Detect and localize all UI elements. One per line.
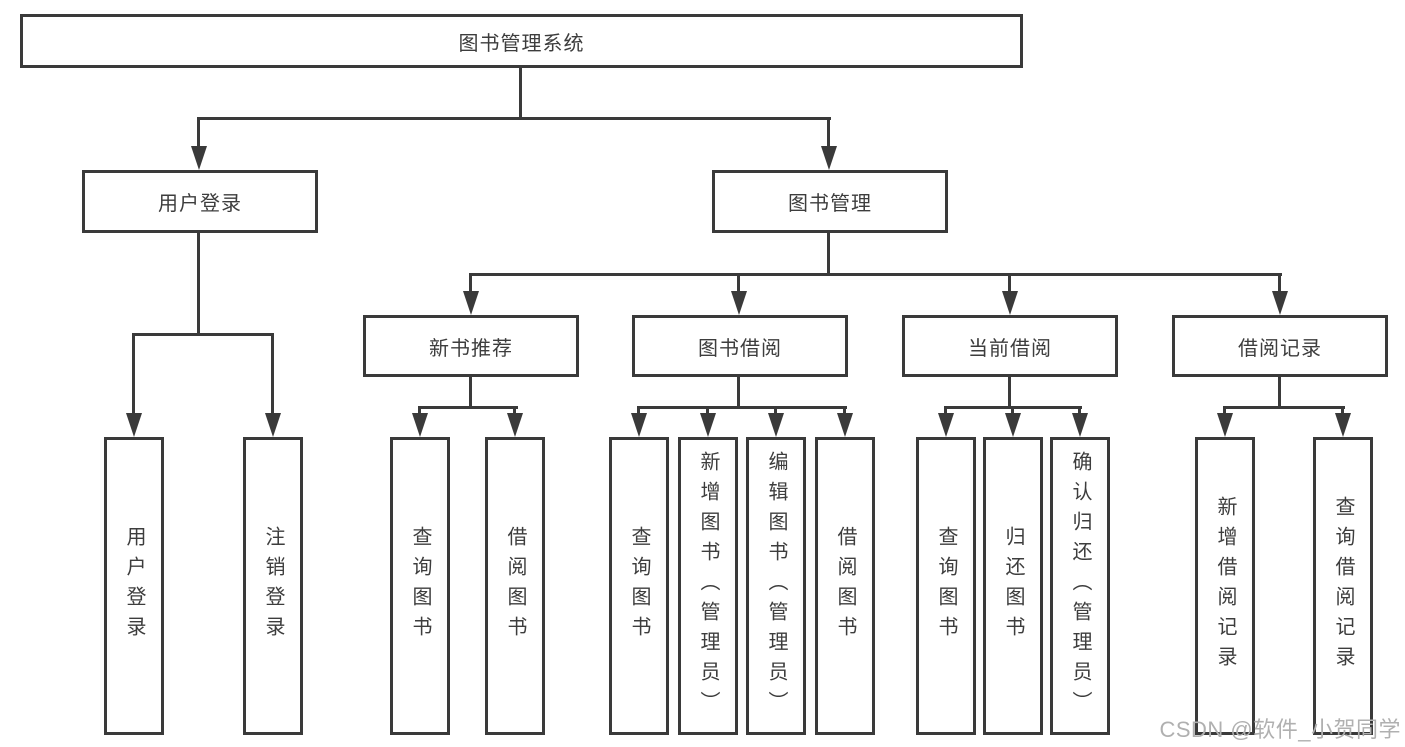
csdn-watermark: CSDN @软件_小贺同学 bbox=[1159, 717, 1401, 742]
node-root: 图书管理系统 bbox=[20, 14, 1023, 68]
arrowhead-icon bbox=[191, 146, 207, 170]
arrowhead-icon bbox=[1335, 413, 1351, 437]
node-new-book-recommend-label: 新书推荐 bbox=[429, 337, 513, 360]
arrowhead-icon bbox=[1217, 413, 1233, 437]
leaf-record-query-record-label: 查询借阅记录 bbox=[1332, 496, 1354, 676]
connector-root-stem bbox=[519, 68, 522, 119]
connector-branch-user bbox=[132, 333, 274, 336]
connector-stem bbox=[418, 406, 421, 418]
connector-stem bbox=[1011, 406, 1014, 418]
node-borrow-record: 借阅记录 bbox=[1172, 315, 1388, 377]
connector-stem bbox=[737, 377, 740, 408]
node-current-borrow-label: 当前借阅 bbox=[968, 337, 1052, 360]
arrowhead-icon bbox=[938, 413, 954, 437]
connector-branch-borrow bbox=[637, 406, 847, 409]
arrowhead-icon bbox=[768, 413, 784, 437]
leaf-borrow-borrow-book: 借阅图书 bbox=[815, 437, 875, 735]
connector-stem bbox=[469, 273, 472, 295]
connector-stem bbox=[843, 406, 846, 418]
leaf-user-login: 用户登录 bbox=[104, 437, 164, 735]
connector-branch-level3 bbox=[469, 273, 1282, 276]
arrowhead-icon bbox=[463, 291, 479, 315]
connector-stem bbox=[1278, 273, 1281, 295]
arrowhead-icon bbox=[837, 413, 853, 437]
leaf-record-add-record: 新增借阅记录 bbox=[1195, 437, 1255, 735]
connector-stem bbox=[827, 233, 830, 275]
connector-branch-newbook bbox=[418, 406, 518, 409]
leaf-newbook-query-book: 查询图书 bbox=[390, 437, 450, 735]
leaf-borrow-query-book-label: 查询图书 bbox=[628, 526, 650, 646]
arrowhead-icon bbox=[821, 146, 837, 170]
connector-stem bbox=[1278, 377, 1281, 408]
node-user-login-branch: 用户登录 bbox=[82, 170, 318, 233]
connector-stem bbox=[1341, 406, 1344, 418]
arrowhead-icon bbox=[412, 413, 428, 437]
node-current-borrow: 当前借阅 bbox=[902, 315, 1118, 377]
leaf-borrow-edit-book-admin-label: 编辑图书（管理员） bbox=[765, 451, 787, 721]
leaf-logout: 注销登录 bbox=[243, 437, 303, 735]
connector-stem bbox=[637, 406, 640, 418]
arrowhead-icon bbox=[1002, 291, 1018, 315]
arrowhead-icon bbox=[731, 291, 747, 315]
arrowhead-icon bbox=[265, 413, 281, 437]
connector-stem bbox=[1078, 406, 1081, 418]
node-borrow-record-label: 借阅记录 bbox=[1238, 337, 1322, 360]
arrowhead-icon bbox=[1072, 413, 1088, 437]
connector-stem bbox=[513, 406, 516, 418]
connector-stem bbox=[1223, 406, 1226, 418]
arrowhead-icon bbox=[700, 413, 716, 437]
connector-stem bbox=[132, 333, 135, 418]
node-book-borrow: 图书借阅 bbox=[632, 315, 848, 377]
leaf-current-query-book-label: 查询图书 bbox=[935, 526, 957, 646]
leaf-newbook-borrow-book: 借阅图书 bbox=[485, 437, 545, 735]
leaf-logout-label: 注销登录 bbox=[262, 526, 284, 646]
leaf-current-return-book-label: 归还图书 bbox=[1002, 526, 1024, 646]
node-book-borrow-label: 图书借阅 bbox=[698, 337, 782, 360]
arrowhead-icon bbox=[631, 413, 647, 437]
leaf-borrow-query-book: 查询图书 bbox=[609, 437, 669, 735]
leaf-current-return-book: 归还图书 bbox=[983, 437, 1043, 735]
connector-stem bbox=[944, 406, 947, 418]
connector-stem bbox=[1008, 273, 1011, 295]
leaf-borrow-edit-book-admin: 编辑图书（管理员） bbox=[746, 437, 806, 735]
connector-stem bbox=[271, 333, 274, 418]
node-root-label: 图书管理系统 bbox=[458, 32, 585, 55]
connector-stem bbox=[774, 406, 777, 418]
connector-stem bbox=[737, 273, 740, 295]
leaf-current-confirm-return-admin: 确认归还（管理员） bbox=[1050, 437, 1110, 735]
arrowhead-icon bbox=[126, 413, 142, 437]
leaf-borrow-add-book-admin-label: 新增图书（管理员） bbox=[697, 451, 719, 721]
arrowhead-icon bbox=[507, 413, 523, 437]
leaf-borrow-borrow-book-label: 借阅图书 bbox=[834, 526, 856, 646]
arrowhead-icon bbox=[1272, 291, 1288, 315]
leaf-newbook-borrow-book-label: 借阅图书 bbox=[504, 526, 526, 646]
leaf-newbook-query-book-label: 查询图书 bbox=[409, 526, 431, 646]
node-user-login-branch-label: 用户登录 bbox=[158, 193, 242, 215]
node-book-management-branch: 图书管理 bbox=[712, 170, 948, 233]
node-book-management-branch-label: 图书管理 bbox=[788, 193, 872, 215]
leaf-borrow-add-book-admin: 新增图书（管理员） bbox=[678, 437, 738, 735]
connector-stem bbox=[1008, 377, 1011, 408]
connector-stem bbox=[197, 117, 200, 150]
connector-stem bbox=[827, 117, 830, 150]
node-new-book-recommend: 新书推荐 bbox=[363, 315, 579, 377]
connector-branch-level2 bbox=[197, 117, 831, 120]
leaf-current-query-book: 查询图书 bbox=[916, 437, 976, 735]
connector-stem bbox=[706, 406, 709, 418]
leaf-record-query-record: 查询借阅记录 bbox=[1313, 437, 1373, 735]
leaf-current-confirm-return-admin-label: 确认归还（管理员） bbox=[1069, 451, 1091, 721]
connector-branch-record bbox=[1223, 406, 1345, 409]
leaf-record-add-record-label: 新增借阅记录 bbox=[1214, 496, 1236, 676]
connector-stem bbox=[197, 233, 200, 335]
connector-stem bbox=[469, 377, 472, 408]
leaf-user-login-label: 用户登录 bbox=[123, 526, 145, 646]
arrowhead-icon bbox=[1005, 413, 1021, 437]
